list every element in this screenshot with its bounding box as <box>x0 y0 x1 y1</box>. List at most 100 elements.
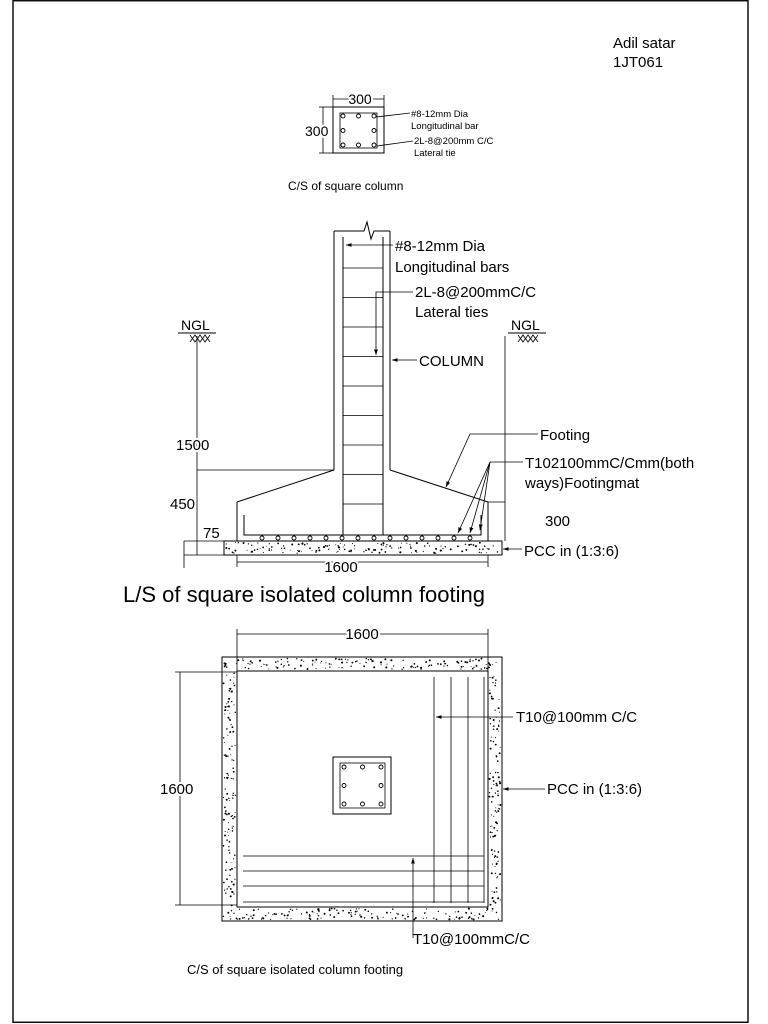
longitudinal-section: NGL NGL 1500 450 75 300 1600 #8-12mm Dia… <box>123 220 694 607</box>
pcc-aggregate <box>229 731 232 733</box>
pcc-aggregate <box>499 782 501 785</box>
footing-mat-bar-end <box>435 535 441 541</box>
pcc-aggregate <box>494 901 497 904</box>
pcc-aggregate <box>275 666 277 668</box>
pcc-aggregate <box>272 914 274 916</box>
pcc-aggregate <box>227 755 229 757</box>
pcc-aggregate <box>224 788 226 790</box>
pcc-aggregate <box>369 658 372 661</box>
pcc-aggregate <box>282 666 285 668</box>
pcc-aggregate <box>446 664 449 667</box>
pcc-aggregate <box>494 743 497 746</box>
pcc-aggregate <box>225 892 227 894</box>
pcc-aggregate <box>227 812 230 815</box>
pcc-aggregate <box>333 916 336 919</box>
pcc-aggregate <box>224 830 226 832</box>
pcc-aggregate <box>229 918 232 920</box>
longitudinal-bar <box>356 113 361 119</box>
longitudinal-bar <box>340 128 346 133</box>
pcc-aggregate <box>480 657 483 660</box>
pcc-aggregate <box>382 542 385 545</box>
pcc-aggregate <box>496 784 498 787</box>
longitudinal-bar <box>371 142 377 148</box>
pcc-aggregate <box>227 835 229 837</box>
pcc-aggregate <box>490 814 492 816</box>
footing-mat-bar-end <box>259 535 265 541</box>
pcc-aggregate <box>318 549 321 552</box>
pcc-aggregate <box>411 552 412 554</box>
pcc-aggregate <box>338 546 341 549</box>
pcc-aggregate <box>492 681 494 684</box>
pcc-aggregate <box>291 909 294 912</box>
pcc-aggregate <box>384 658 387 661</box>
pcc-aggregate <box>260 918 263 920</box>
pcc-aggregate <box>483 545 486 548</box>
pcc-aggregate <box>335 657 337 660</box>
footing-mat-bar <box>243 515 482 536</box>
pcc-aggregate <box>290 918 292 920</box>
pcc-aggregate <box>414 666 416 669</box>
pcc-aggregate <box>489 739 492 742</box>
pcc-aggregate <box>496 891 498 893</box>
pcc-aggregate <box>238 908 241 910</box>
pcc-aggregate <box>495 785 497 787</box>
pcc-aggregate <box>328 548 330 550</box>
footing-mat-bar-end <box>307 535 313 541</box>
leader-footing-mat-branch <box>478 461 491 531</box>
pcc-aggregate <box>227 828 230 831</box>
pcc-aggregate <box>360 915 363 918</box>
pcc-aggregate <box>445 913 447 915</box>
pcc-aggregate <box>302 542 304 544</box>
pcc-aggregate <box>365 549 367 552</box>
pcc-aggregate <box>227 701 230 703</box>
leader-lateral-ties <box>374 291 413 355</box>
pcc-aggregate <box>461 550 464 553</box>
pcc-aggregate <box>222 915 225 917</box>
pcc-aggregate <box>425 661 427 664</box>
pcc-aggregate <box>359 663 361 665</box>
pcc-aggregate <box>497 918 500 920</box>
pcc-aggregate <box>246 913 248 916</box>
pcc-aggregate <box>330 663 332 665</box>
pcc-aggregate <box>385 911 388 914</box>
pcc-aggregate <box>229 888 232 890</box>
column-outline <box>332 106 385 154</box>
pcc-aggregate <box>399 551 402 554</box>
pcc-aggregate <box>465 549 467 552</box>
pcc-aggregate <box>437 663 439 665</box>
pcc-aggregate <box>226 839 228 841</box>
footing-mat-bar-end <box>339 535 345 541</box>
pcc-aggregate <box>497 860 499 862</box>
pcc-aggregate <box>482 915 485 918</box>
pcc-aggregate <box>497 771 499 774</box>
pcc-aggregate <box>497 724 499 726</box>
pcc-aggregate <box>311 910 314 913</box>
pcc-aggregate <box>355 660 357 663</box>
pcc-aggregate <box>259 547 261 549</box>
pcc-aggregate <box>488 666 490 669</box>
pcc-aggregate <box>462 665 465 668</box>
pcc-aggregate <box>496 830 498 832</box>
pcc-aggregate <box>328 909 331 912</box>
pcc-aggregate <box>249 660 252 663</box>
pcc-aggregate <box>493 856 496 858</box>
pcc-aggregate <box>275 913 278 915</box>
pcc-aggregate <box>223 665 226 668</box>
pcc-aggregate <box>343 544 345 546</box>
pcc-aggregate <box>268 543 270 545</box>
pcc-aggregate <box>230 880 233 883</box>
pcc-aggregate <box>439 663 442 666</box>
pcc-aggregate <box>226 706 228 708</box>
footing-mat-label-2: ways)Footingmat <box>524 475 640 492</box>
pcc-aggregate <box>225 798 228 801</box>
pcc-aggregate <box>492 664 494 666</box>
pcc-aggregate <box>337 545 340 547</box>
pcc-aggregate <box>231 867 233 870</box>
pcc-aggregate <box>455 916 458 918</box>
pcc-aggregate <box>467 907 470 910</box>
pcc-aggregate <box>433 917 435 919</box>
pcc-aggregate <box>367 547 369 549</box>
pcc-aggregate <box>488 662 490 664</box>
pcc-aggregate <box>475 665 478 667</box>
pcc-aggregate <box>226 778 228 780</box>
